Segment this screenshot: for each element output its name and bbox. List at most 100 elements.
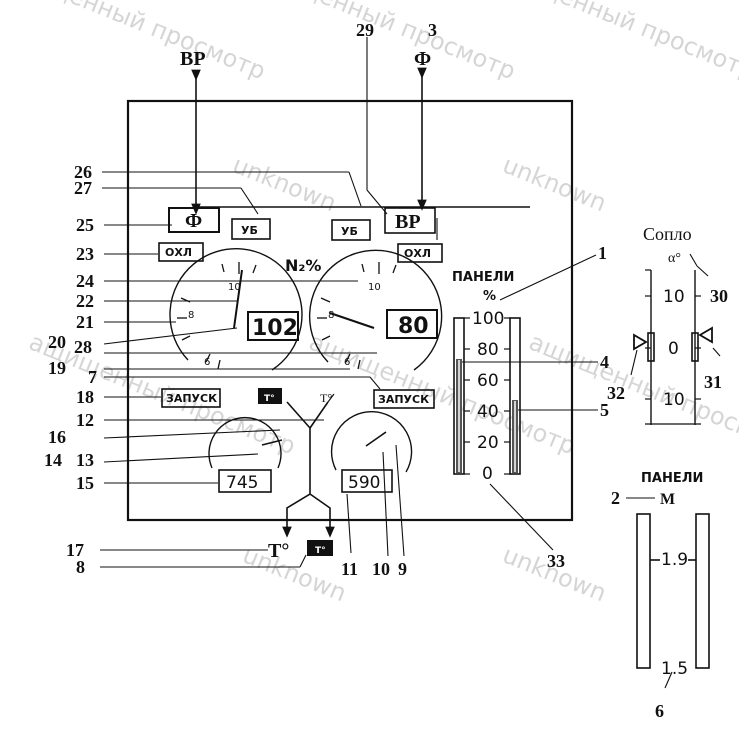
right-rpm-needle [329,312,375,329]
nozzle-pointer-left [633,333,648,351]
callout-3: 3 [428,20,437,40]
t-left-label: T° [268,540,289,562]
left-rpm-readout-box [247,311,299,341]
right-dial-tick-8: 8 [328,310,334,321]
zapusk-right-label: ЗАПУСК [378,393,429,406]
callout-30: 30 [710,286,728,306]
callout-24: 24 [76,271,94,291]
panel-bar-left [453,317,465,475]
panel-scale-60: 60 [477,371,499,391]
phi-box [168,207,220,233]
mach-bar-right [695,513,710,669]
vr-top-label: ВР [180,48,206,70]
panel-bar-right [509,317,521,475]
main-panel-frame [126,99,574,522]
callout-32: 32 [607,383,625,403]
callout-14: 14 [44,450,62,470]
phi-top-label: Ф [414,48,431,70]
zapusk-right-box [373,389,435,409]
nozzle-scale-zero: 0 [668,339,679,359]
zapusk-left-box [161,388,221,408]
left-rpm-value: 102 [252,316,298,341]
nozzle-marker-left [647,332,655,362]
vr-box [384,207,436,234]
right-rpm-value: 80 [398,314,429,339]
callout-19: 19 [48,358,66,378]
ohl-left-label: ОХЛ [165,246,192,259]
ohl-left-box [158,242,204,262]
callout-28: 28 [74,337,92,357]
nozzle-scale-top: 10 [663,287,685,307]
callout-8: 8 [76,557,85,577]
callout-27: 27 [74,178,92,198]
panels-percent: % [483,289,496,304]
callout-21: 21 [76,312,94,332]
mach-scale-1-9: 1.9 [661,550,688,570]
panels-bottom-title: ПАНЕЛИ [641,471,703,486]
nozzle-label: Сопло [643,224,692,244]
ub-right-label: УБ [341,225,358,238]
callout-11: 11 [341,559,358,579]
callout-26: 26 [74,162,92,182]
panel-scale-40: 40 [477,402,499,422]
left-dial-tick-8: 8 [188,310,194,321]
ub-left-box [231,218,271,240]
mach-scale-1-5: 1.5 [661,659,688,679]
panel-scale-80: 80 [477,340,499,360]
panel-scale-100: 100 [472,309,504,329]
callout-15: 15 [76,473,94,493]
svg-text:T°: T° [264,394,275,404]
callout-18: 18 [76,387,94,407]
left-dial-tick-6: 6 [204,357,210,368]
nozzle-pointer-right [698,326,713,344]
callout-7: 7 [88,367,97,387]
mach-label: M [660,491,675,508]
callout-33: 33 [547,551,565,571]
t-small-right-label: T° [320,391,332,405]
temp-indicator-bottom [307,540,333,556]
right-rpm-readout-box [386,309,438,339]
callout-23: 23 [76,244,94,264]
zapusk-left-label: ЗАПУСК [166,392,217,405]
ub-left-label: УБ [241,224,258,237]
callout-17: 17 [66,540,84,560]
temp-right-value: 590 [348,473,380,493]
temp-left-readout-box [218,469,272,493]
callout-16: 16 [48,427,66,447]
callout-2: 2 [611,488,620,508]
callout-25: 25 [76,215,94,235]
callout-6: 6 [655,701,664,721]
callout-4: 4 [600,352,609,372]
callout-20: 20 [48,332,66,352]
alpha-label: α° [668,251,681,266]
callout-31: 31 [704,372,722,392]
right-dial-tick-10: 10 [368,282,381,293]
callout-5: 5 [600,400,609,420]
panels-title: ПАНЕЛИ [452,270,514,285]
n2-label: N₂% [285,256,321,275]
ohl-right-label: ОХЛ [404,247,431,260]
panel-scale-0: 0 [482,464,493,484]
callout-22: 22 [76,291,94,311]
left-rpm-needle [233,269,243,329]
callout-13: 13 [76,450,94,470]
phi-box-label: Ф [185,210,202,232]
temp-indicator-top [258,388,282,404]
ub-right-box [331,219,371,241]
vr-box-label: ВР [395,211,421,233]
ohl-right-box [397,243,443,263]
callout-9: 9 [398,559,407,579]
right-dial-tick-6: 6 [344,357,350,368]
svg-text:T°: T° [315,546,326,556]
mach-bar-left [636,513,651,669]
temp-right-readout-box [341,469,393,493]
panel-scale-20: 20 [477,433,499,453]
temp-left-value: 745 [226,473,258,493]
left-dial-tick-10: 10 [228,282,241,293]
callout-1: 1 [598,243,607,263]
callout-12: 12 [76,410,94,430]
callout-29: 29 [356,20,374,40]
nozzle-scale-bottom: 10 [663,390,685,410]
callout-10: 10 [372,559,390,579]
